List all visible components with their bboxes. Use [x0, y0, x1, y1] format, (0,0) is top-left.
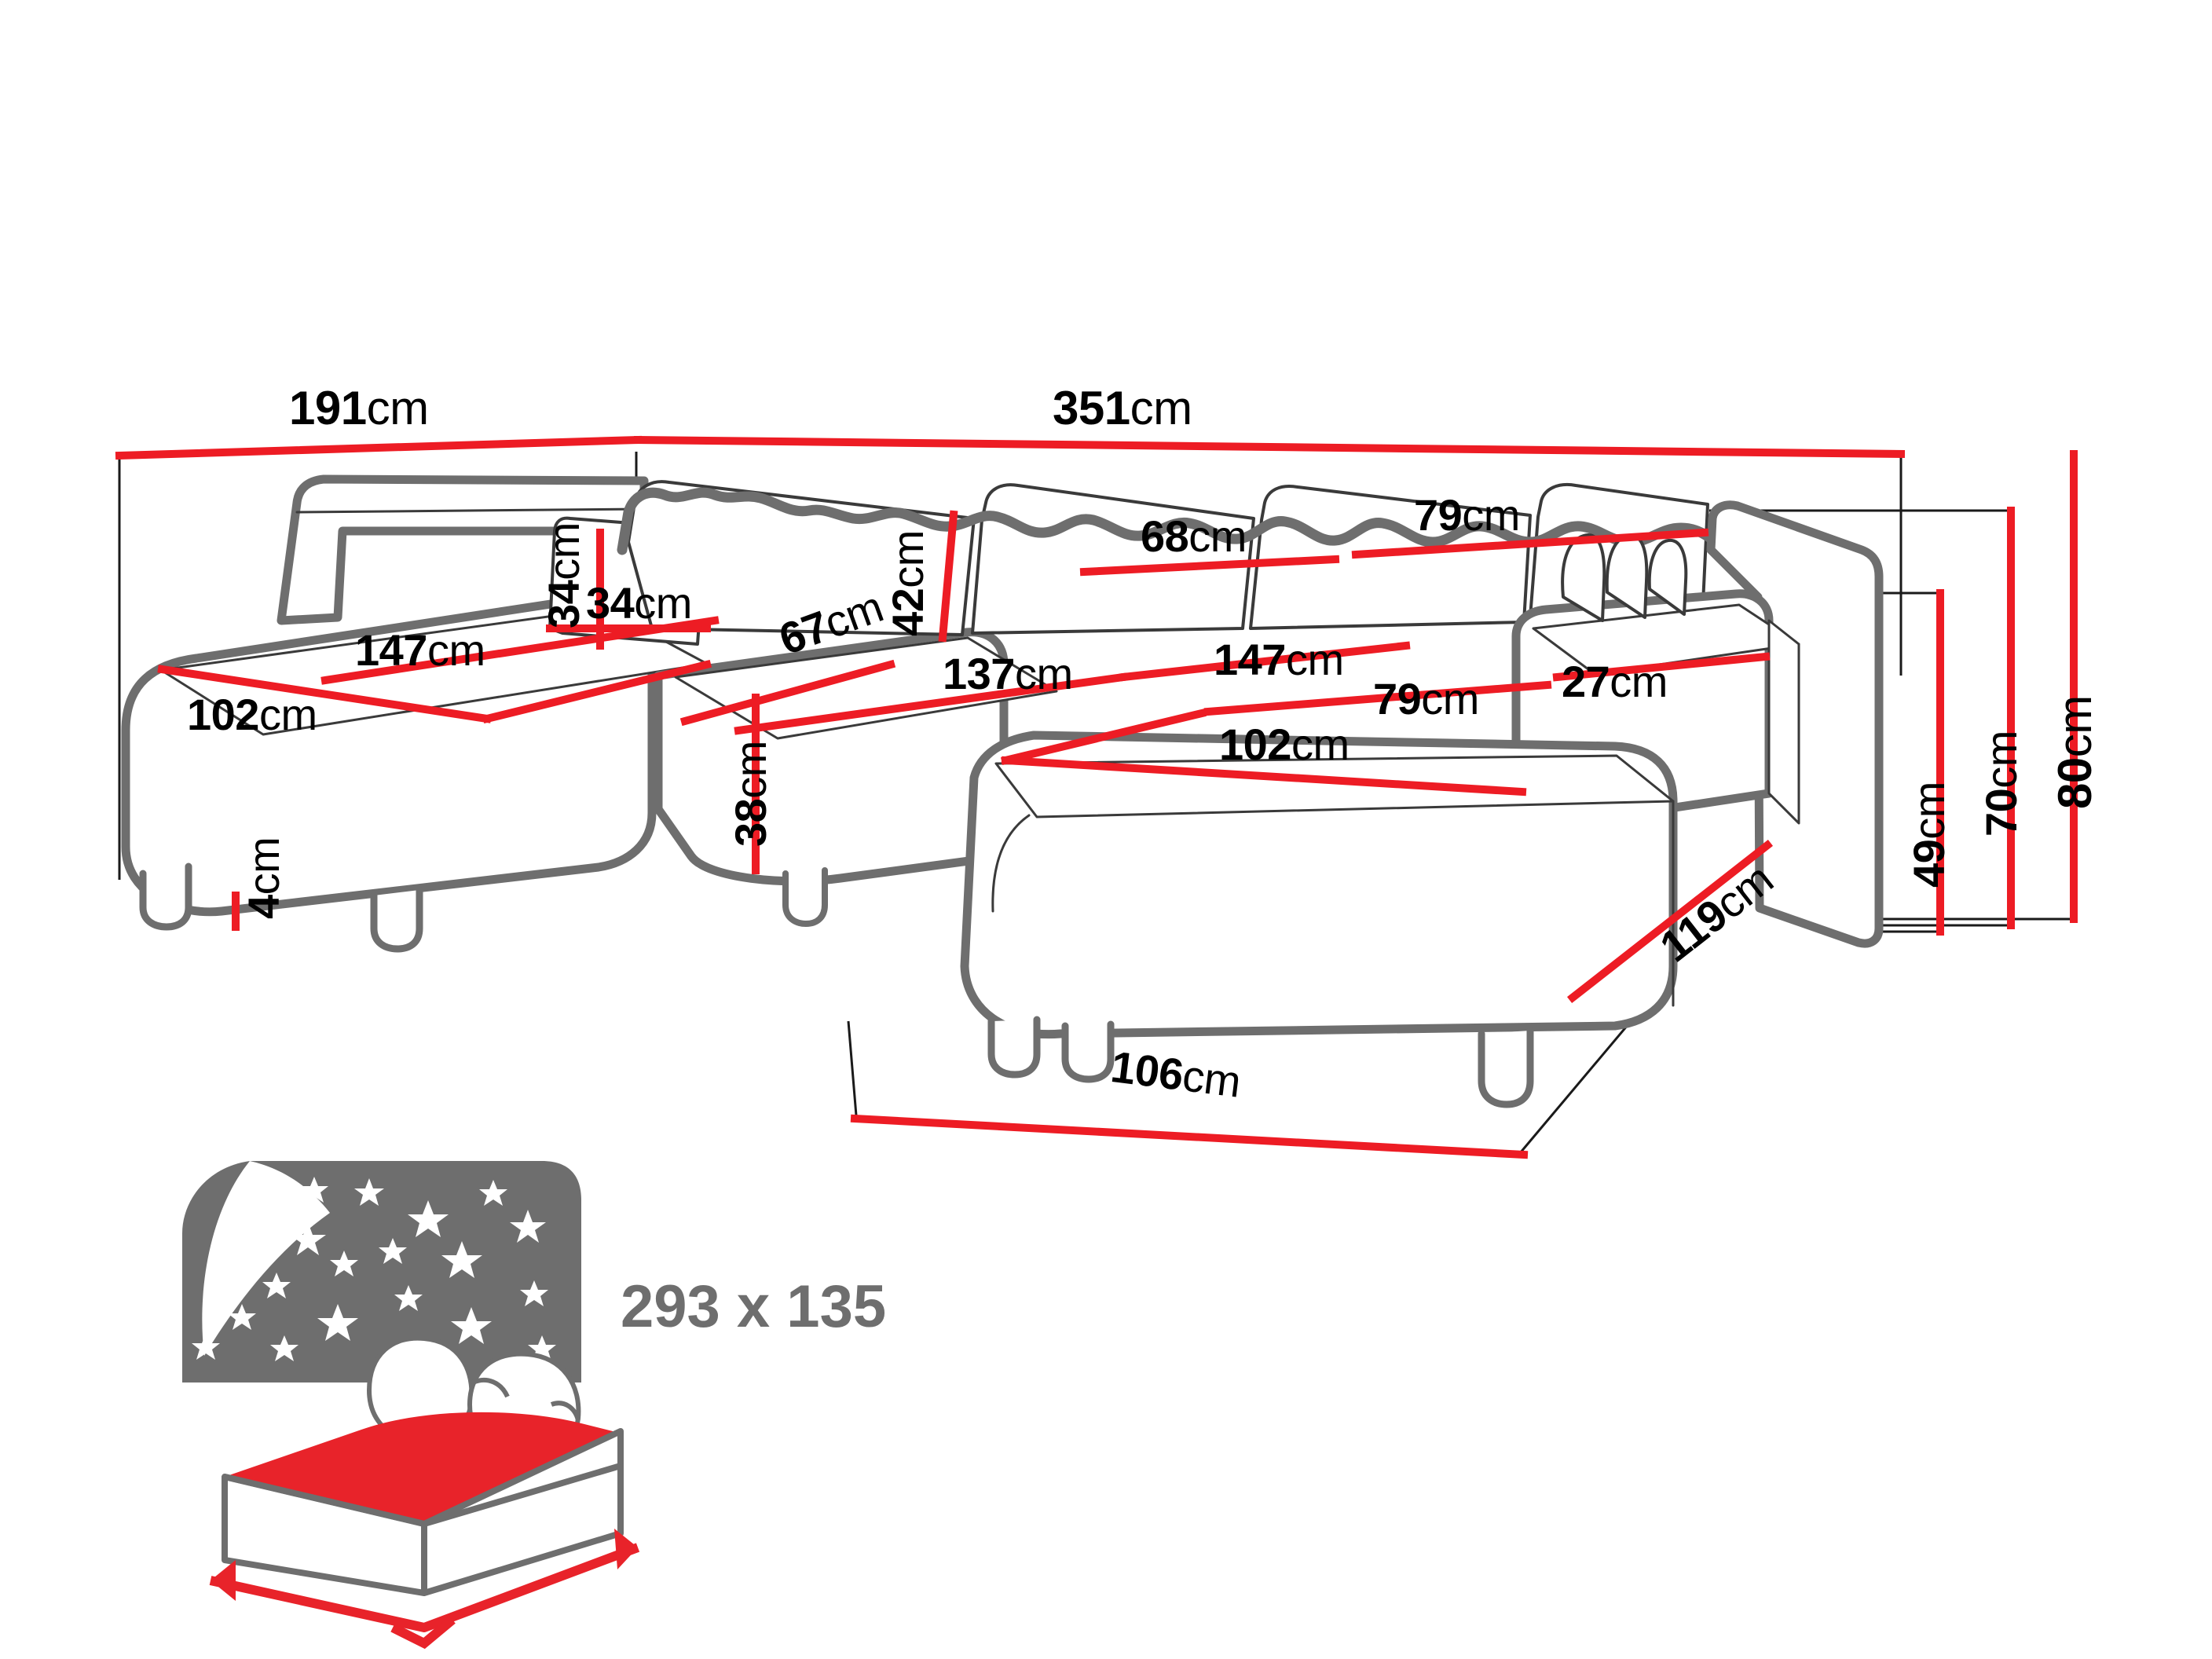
dim-label-137: 137cm [943, 649, 1073, 698]
dim-label-70: 70cm [1976, 731, 2026, 837]
dim-label-68: 68cm [1141, 511, 1247, 561]
dim-label-34-height: 34cm [539, 522, 588, 628]
dim-label-102-right: 102cm [1219, 720, 1350, 769]
dim-label-351: 351cm [1053, 382, 1192, 434]
dim-label-147-right: 147cm [1214, 635, 1344, 684]
sofa-outline [121, 474, 1884, 1108]
dim-label-147-left: 147cm [355, 625, 485, 675]
dim-label-80: 80cm [2049, 695, 2101, 809]
dim-label-4: 4cm [239, 837, 288, 919]
dimension-lines [115, 435, 2078, 1159]
dim-label-191: 191cm [289, 382, 429, 434]
dim-label-102-left: 102cm [187, 690, 317, 739]
dim-label-27: 27cm [1562, 657, 1668, 706]
dim-label-42: 42cm [883, 530, 932, 636]
dim-label-79-upper: 79cm [1414, 490, 1520, 540]
sofa-bed-icon [182, 1161, 640, 1650]
dim-label-49: 49cm [1904, 782, 1954, 888]
dim-label-79-lower: 79cm [1373, 674, 1479, 723]
dim-label-34-width: 34cm [586, 578, 692, 628]
sleeping-area-label: 293 x 135 [621, 1273, 887, 1340]
dim-label-38: 38cm [726, 741, 775, 847]
